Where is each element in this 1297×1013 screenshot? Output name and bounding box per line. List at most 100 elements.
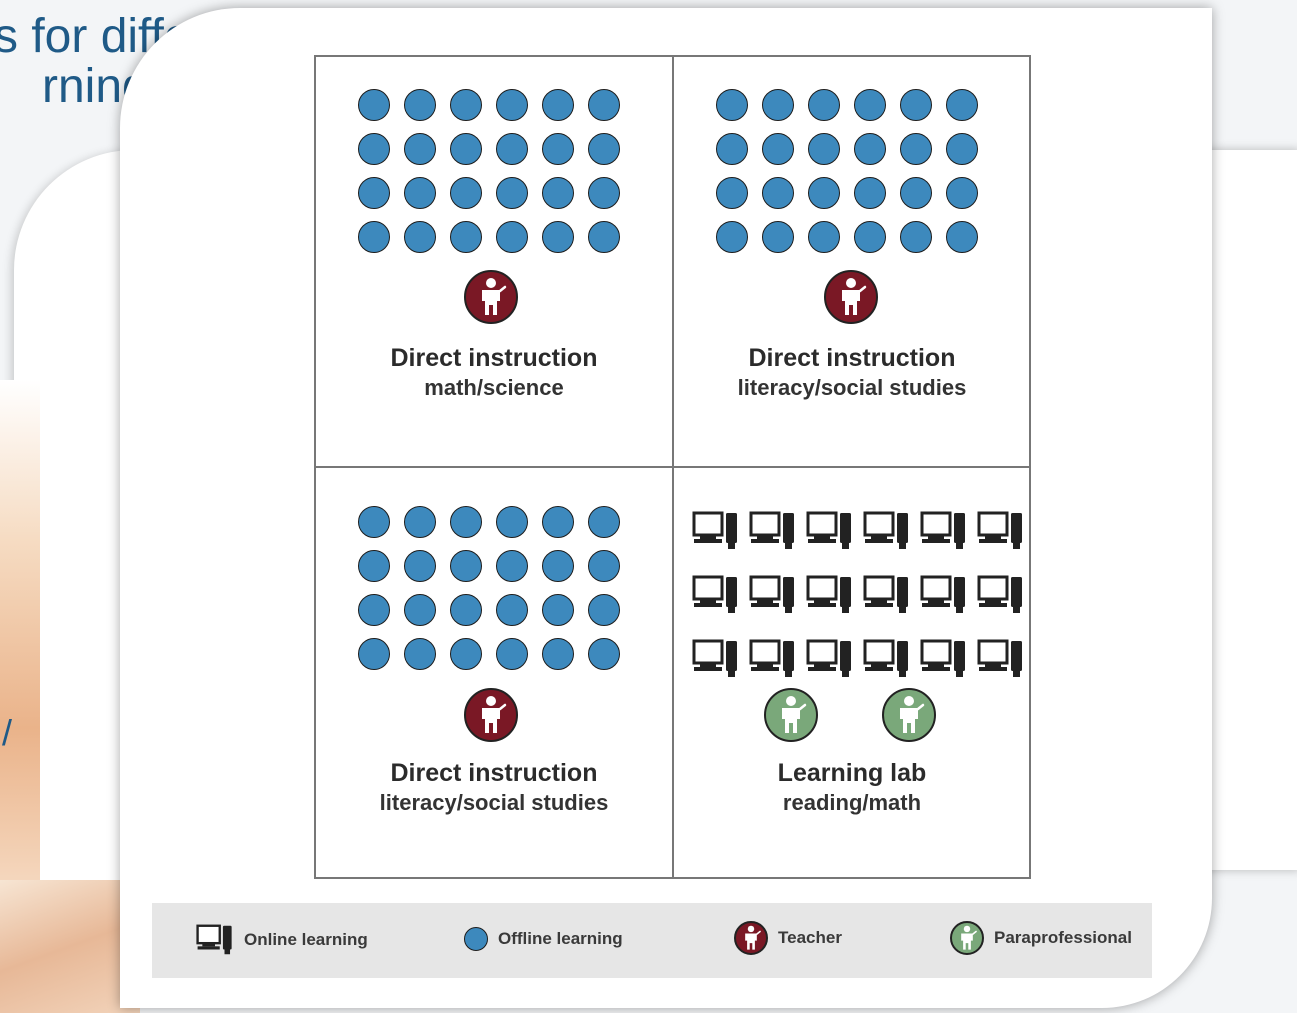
student-dot-icon [404, 133, 436, 165]
student-dot-icon [358, 133, 390, 165]
student-dot-icon [496, 594, 528, 626]
student-dot-icon [900, 221, 932, 253]
student-dot-icon [404, 177, 436, 209]
student-dot-icon [762, 221, 794, 253]
legend-label: Offline learning [498, 929, 623, 948]
student-dot-icon [358, 638, 390, 670]
legend: Online learning Offline learning Teacher… [152, 903, 1152, 978]
student-dot-icon [542, 506, 574, 538]
teacher-icon [824, 270, 878, 324]
student-dot-icon [450, 594, 482, 626]
caption-subject: reading/math [782, 790, 922, 815]
student-dot-icon [542, 133, 574, 165]
student-dot-icon [854, 133, 886, 165]
teacher-icon [464, 270, 518, 324]
student-dot-icon [542, 177, 574, 209]
student-dot-icon [946, 177, 978, 209]
student-dot-icon [854, 221, 886, 253]
student-dot-icon [946, 89, 978, 121]
student-dot-icon [542, 638, 574, 670]
computer-icon [692, 574, 740, 616]
background-decoration-bottom [0, 880, 140, 1013]
student-dot-icon [450, 177, 482, 209]
computer-icon [920, 510, 968, 552]
computer-icon [863, 638, 911, 680]
computer-icon [863, 574, 911, 616]
computer-icon [692, 510, 740, 552]
paraprofessional-icon [882, 688, 936, 742]
quadrant-direct-instruction-literacy-2: Direct instruction literacy/social studi… [316, 468, 672, 878]
student-dot-icon [404, 594, 436, 626]
student-dot-icon [808, 221, 840, 253]
legend-label: Teacher [778, 928, 842, 947]
student-dot-icon [404, 89, 436, 121]
student-dot-icon [588, 89, 620, 121]
computer-icon [863, 510, 911, 552]
student-dot-icon [542, 89, 574, 121]
student-dot-icon [900, 177, 932, 209]
paraprofessional-icon [950, 921, 984, 955]
student-dot-icon [496, 133, 528, 165]
student-dot-icon [588, 550, 620, 582]
caption-subject: math/science [424, 375, 564, 400]
student-dot-icon [854, 89, 886, 121]
legend-item-teacher: Teacher [734, 921, 842, 955]
offline-student-group [716, 89, 986, 253]
computer-icon [749, 574, 797, 616]
student-dot-icon [450, 89, 482, 121]
caption-title: Direct instruction [390, 344, 598, 372]
student-dot-icon [496, 550, 528, 582]
student-dot-icon [808, 177, 840, 209]
computer-icon [196, 923, 234, 957]
student-dot-icon [900, 133, 932, 165]
student-dot-icon [808, 133, 840, 165]
computer-icon [977, 510, 1025, 552]
offline-student-group [358, 506, 628, 670]
legend-label: Paraprofessional [994, 928, 1132, 947]
student-dot-icon [542, 221, 574, 253]
student-dot-icon [404, 221, 436, 253]
computer-icon [920, 574, 968, 616]
caption-title: Learning lab [777, 759, 927, 787]
caption-title: Direct instruction [390, 759, 598, 787]
student-dot-icon [716, 221, 748, 253]
student-dot-icon [762, 89, 794, 121]
legend-item-offline: Offline learning [464, 927, 623, 951]
student-dot-icon [450, 550, 482, 582]
student-dot-icon [450, 506, 482, 538]
teacher-icon [734, 921, 768, 955]
student-dot-icon [588, 638, 620, 670]
student-dot-icon [358, 550, 390, 582]
student-dot-icon [496, 506, 528, 538]
student-dot-icon [496, 638, 528, 670]
student-dot-icon [716, 89, 748, 121]
computer-icon [806, 638, 854, 680]
computer-icon [977, 638, 1025, 680]
caption-subject: literacy/social studies [379, 790, 609, 815]
student-dot-icon [946, 221, 978, 253]
computer-icon [977, 574, 1025, 616]
student-dot-icon [588, 594, 620, 626]
quadrant-direct-instruction-literacy-1: Direct instruction literacy/social studi… [674, 57, 1030, 467]
student-dot-icon [358, 221, 390, 253]
legend-item-paraprofessional: Paraprofessional [950, 921, 1132, 955]
student-dot-icon [464, 927, 488, 951]
computer-icon [692, 638, 740, 680]
student-dot-icon [404, 550, 436, 582]
student-dot-icon [716, 177, 748, 209]
paraprofessional-icon [764, 688, 818, 742]
student-dot-icon [358, 594, 390, 626]
student-dot-icon [854, 177, 886, 209]
quadrant-caption: Direct instruction literacy/social studi… [316, 758, 672, 818]
caption-title: Direct instruction [748, 344, 956, 372]
computer-icon [920, 638, 968, 680]
legend-item-online: Online learning [196, 923, 368, 957]
student-dot-icon [404, 638, 436, 670]
student-dot-icon [900, 89, 932, 121]
student-dot-icon [762, 177, 794, 209]
computer-icon [806, 510, 854, 552]
student-dot-icon [716, 133, 748, 165]
grid-divider-horizontal [316, 466, 1029, 468]
student-dot-icon [358, 89, 390, 121]
student-dot-icon [588, 506, 620, 538]
